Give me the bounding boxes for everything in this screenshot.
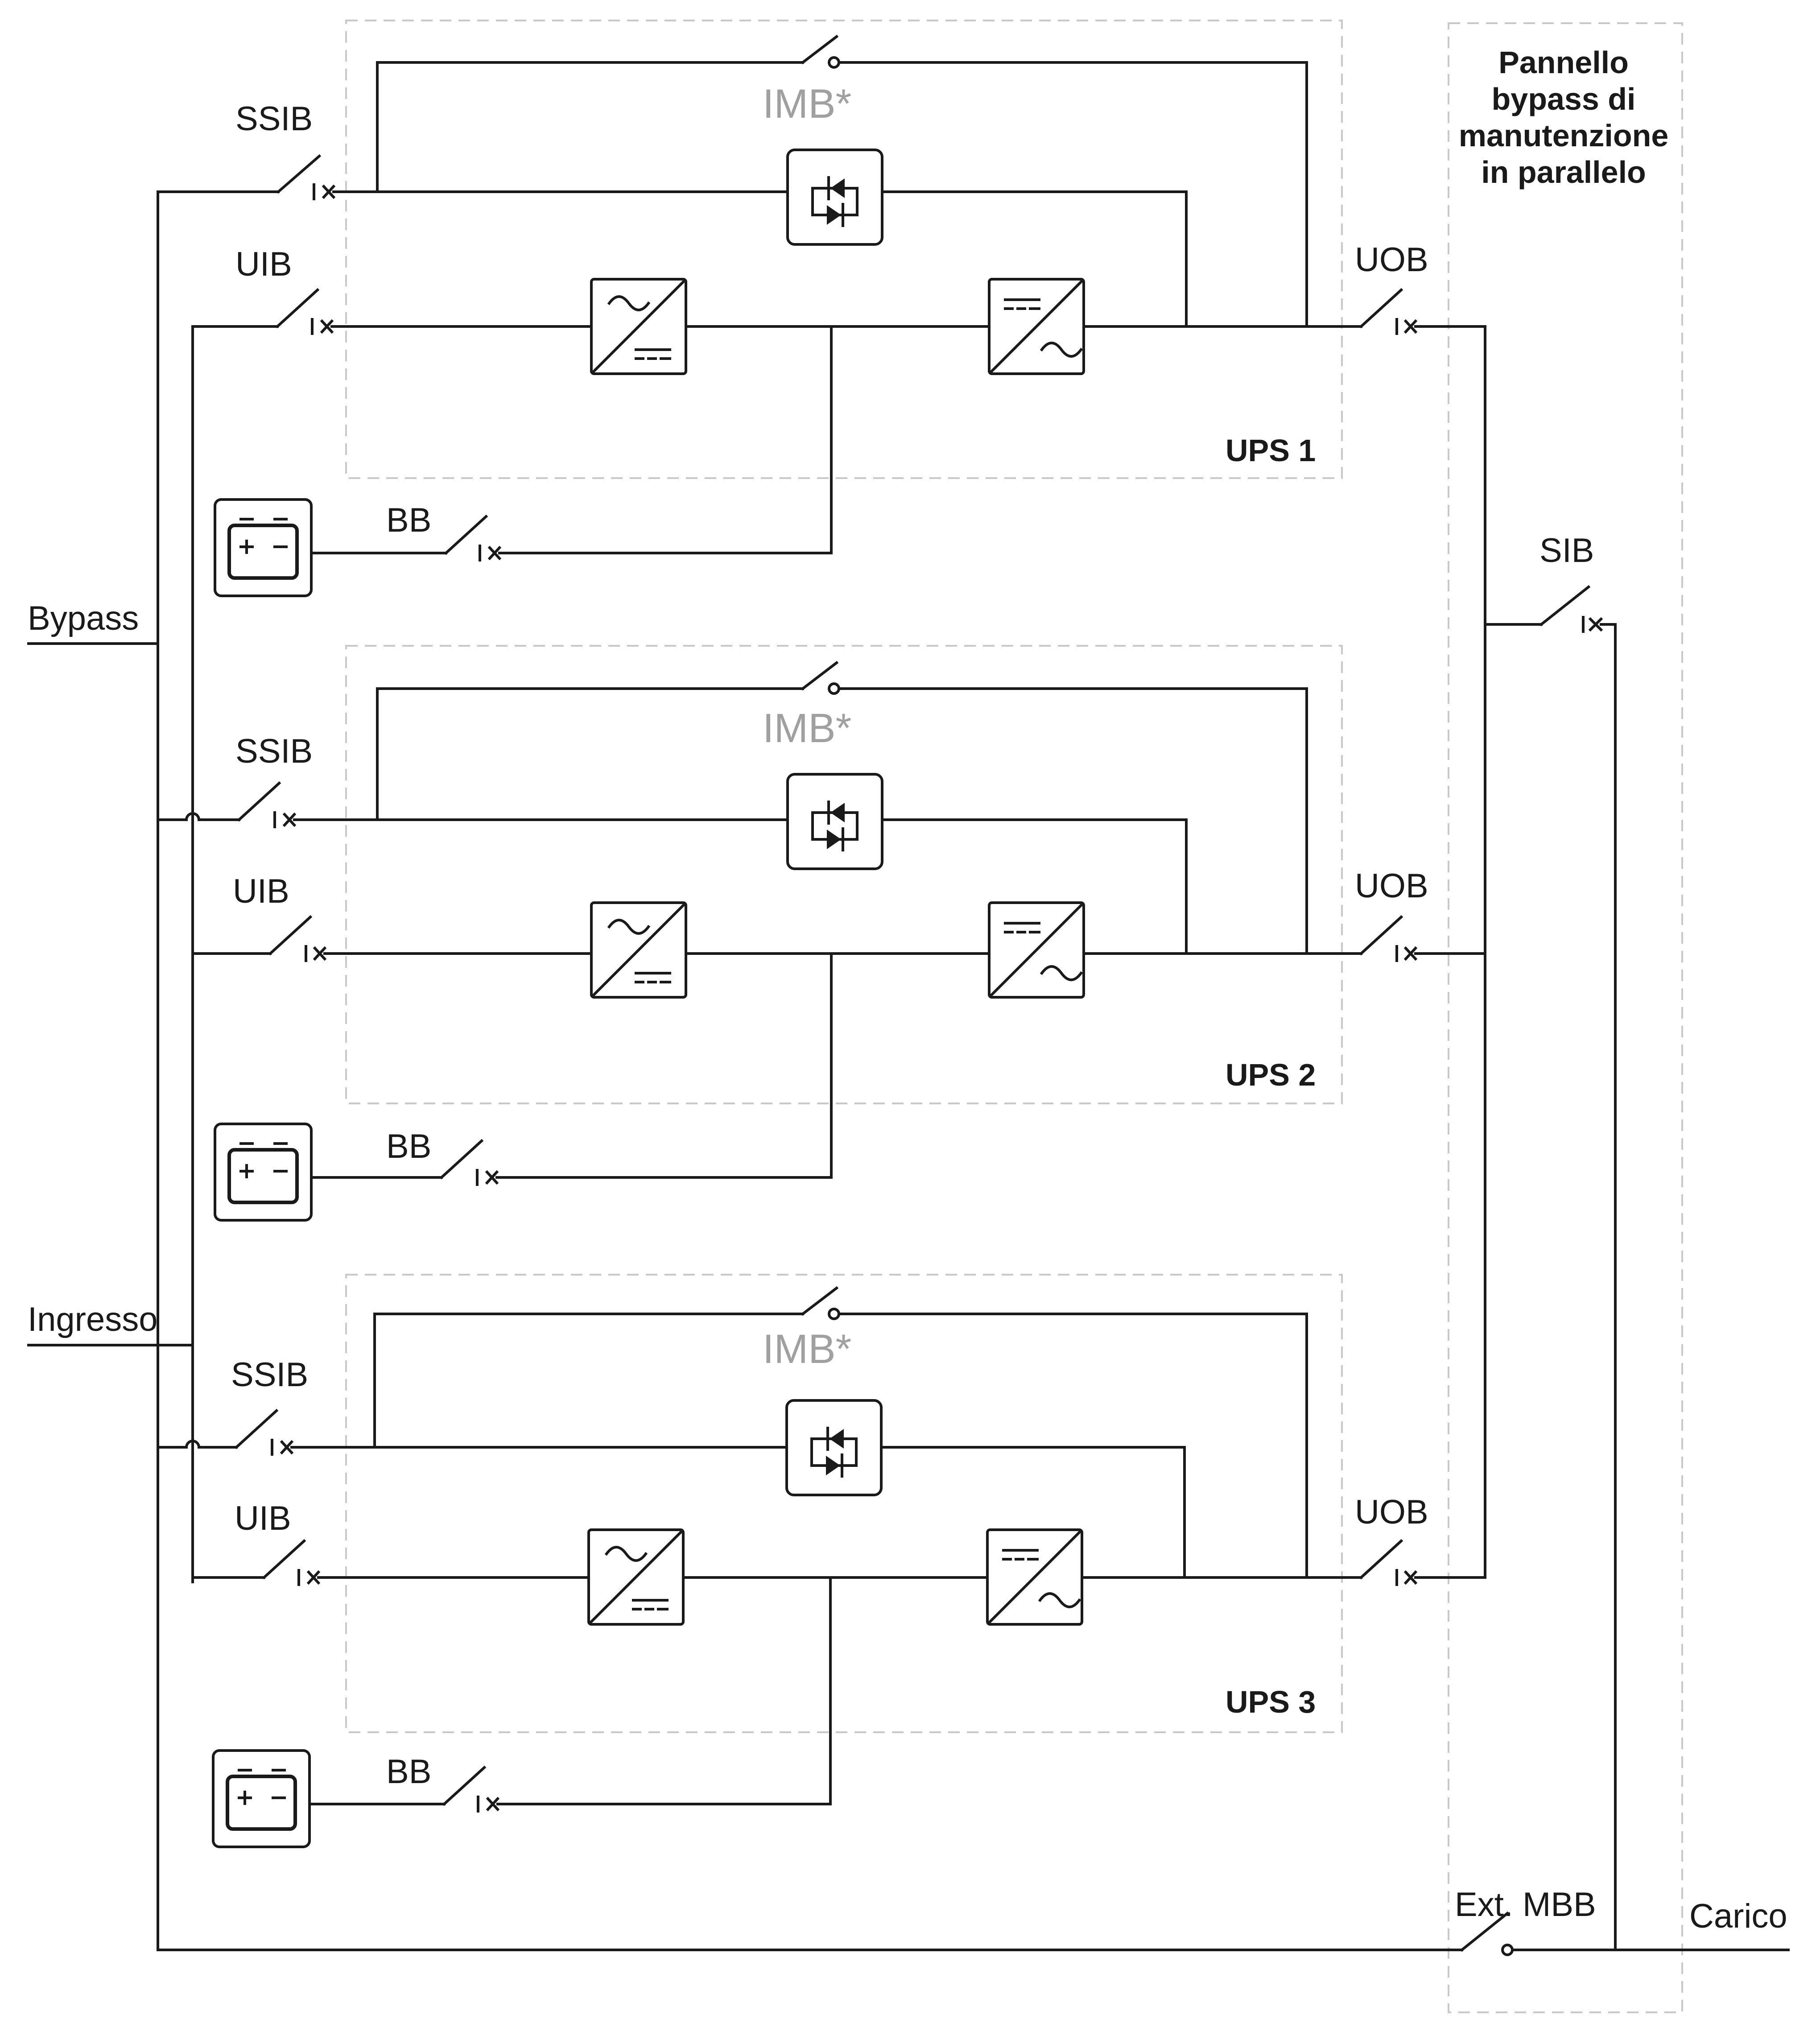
uob-label: UOB (1355, 241, 1428, 279)
ups1-boundary (345, 20, 1343, 479)
panel-title: Pannello bypass di manutenzione in paral… (1459, 45, 1669, 190)
panel-title-line: bypass di (1492, 82, 1636, 116)
sib-label: SIB (1539, 532, 1594, 570)
bb-label: BB (386, 1127, 431, 1165)
panel-title-line: in parallelo (1481, 155, 1646, 190)
carico-label: Carico (1689, 1897, 1787, 1935)
bb-label: BB (386, 1753, 431, 1791)
main-wiring (27, 190, 1790, 1956)
ups-name: UPS 2 (1226, 1057, 1316, 1092)
ssib-label: SSIB (235, 732, 313, 770)
uib-label: UIB (233, 872, 289, 910)
imb-label: IMB* (763, 1326, 851, 1372)
ssib-label: SSIB (231, 1356, 308, 1394)
maintenance-bypass-panel-boundary (1448, 22, 1683, 2013)
ups-3: IMB* SSIB UIB UOB BB UPS 3 (191, 1286, 1451, 1847)
ups-name: UPS 1 (1226, 433, 1316, 468)
ups3-boundary (345, 1274, 1343, 1733)
uob-label: UOB (1355, 867, 1428, 905)
ups-name: UPS 3 (1226, 1685, 1316, 1719)
uob-label: UOB (1355, 1493, 1428, 1531)
uib-label: UIB (235, 1499, 291, 1537)
ups-2: IMB* SSIB UIB UOB BB UPS 2 (191, 661, 1451, 1220)
panel-title-line: Pannello (1498, 45, 1629, 80)
uib-label: UIB (235, 245, 292, 283)
ups2-boundary (345, 645, 1343, 1104)
imb-label: IMB* (763, 81, 851, 127)
ext-mbb-label: Ext. MBB (1455, 1886, 1596, 1924)
bypass-label: Bypass (28, 599, 139, 637)
ingresso-label: Ingresso (28, 1301, 158, 1338)
bb-label: BB (386, 501, 431, 539)
ssib-label: SSIB (235, 100, 313, 138)
imb-label: IMB* (763, 706, 851, 751)
ups-1: IMB* SSIB UIB UOB BB UPS 1 (157, 34, 1451, 596)
panel-title-line: manutenzione (1459, 118, 1669, 153)
